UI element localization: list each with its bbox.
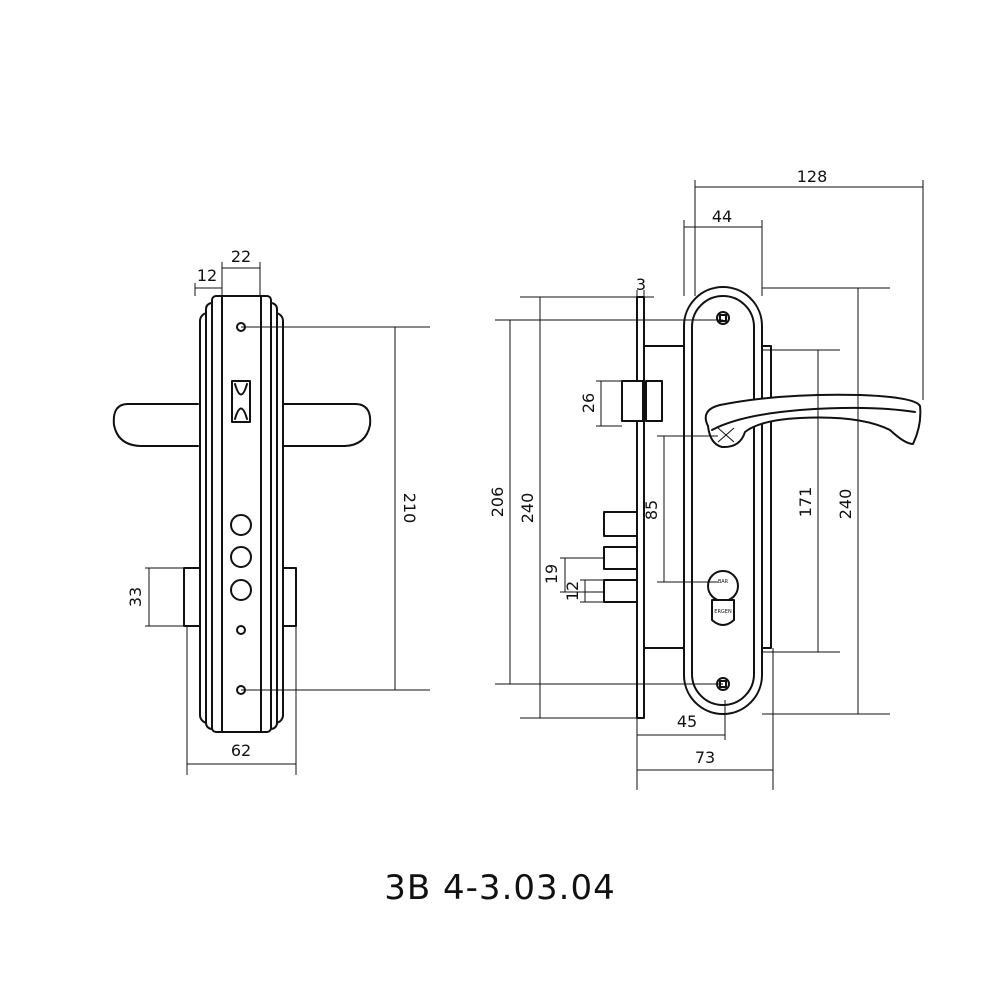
dim-side-206: 206 [488,487,507,518]
bolt-hole-1 [230,514,252,536]
dim-front-62: 62 [231,741,251,760]
dim-front-210: 210 [400,493,419,524]
dim-front-12: 12 [197,266,217,285]
model-number: 3В 4-3.03.04 [384,868,616,908]
pad-screw-top [716,311,730,325]
dim-side-12: 12 [563,581,582,601]
dim-side-73: 73 [695,748,715,767]
side-dimensions: 128 44 3 206 240 26 85 19 [488,167,924,790]
dim-side-26: 26 [579,393,598,413]
deadbolt-1 [603,511,638,537]
deadbolt-3 [603,579,638,603]
cylinder-mark-2: ERGEN [714,609,732,615]
dim-side-44: 44 [712,207,732,226]
dim-side-45: 45 [677,712,697,731]
faceplate-front [221,295,262,733]
dim-front-33: 33 [126,587,145,607]
deadbolt-2 [603,546,638,570]
front-view [112,295,372,733]
dim-side-240-pad: 240 [836,489,855,520]
bolt-hole-3 [230,579,252,601]
dim-front-22: 22 [231,247,251,266]
bolt-hole-2 [230,546,252,568]
side-view: BAR ERGEN [603,286,922,719]
screw-mid [236,625,246,635]
dim-side-3: 3 [636,275,646,294]
dim-side-19: 19 [542,564,561,584]
cylinder-mark-1: BAR [718,579,729,585]
front-dimensions: 12 22 210 33 62 [126,247,430,775]
latch-opening [231,380,251,423]
dim-side-240-faceplate: 240 [518,493,537,524]
latch-follower [645,380,663,422]
front-handle [112,403,372,447]
cylinder-keyway [711,599,735,626]
latch-bolt [621,380,644,422]
escutcheon-pad-inner [691,295,755,706]
cylinder-head [707,570,739,602]
dim-side-128: 128 [797,167,828,186]
dim-side-85: 85 [642,500,661,520]
dim-side-171: 171 [796,487,815,518]
